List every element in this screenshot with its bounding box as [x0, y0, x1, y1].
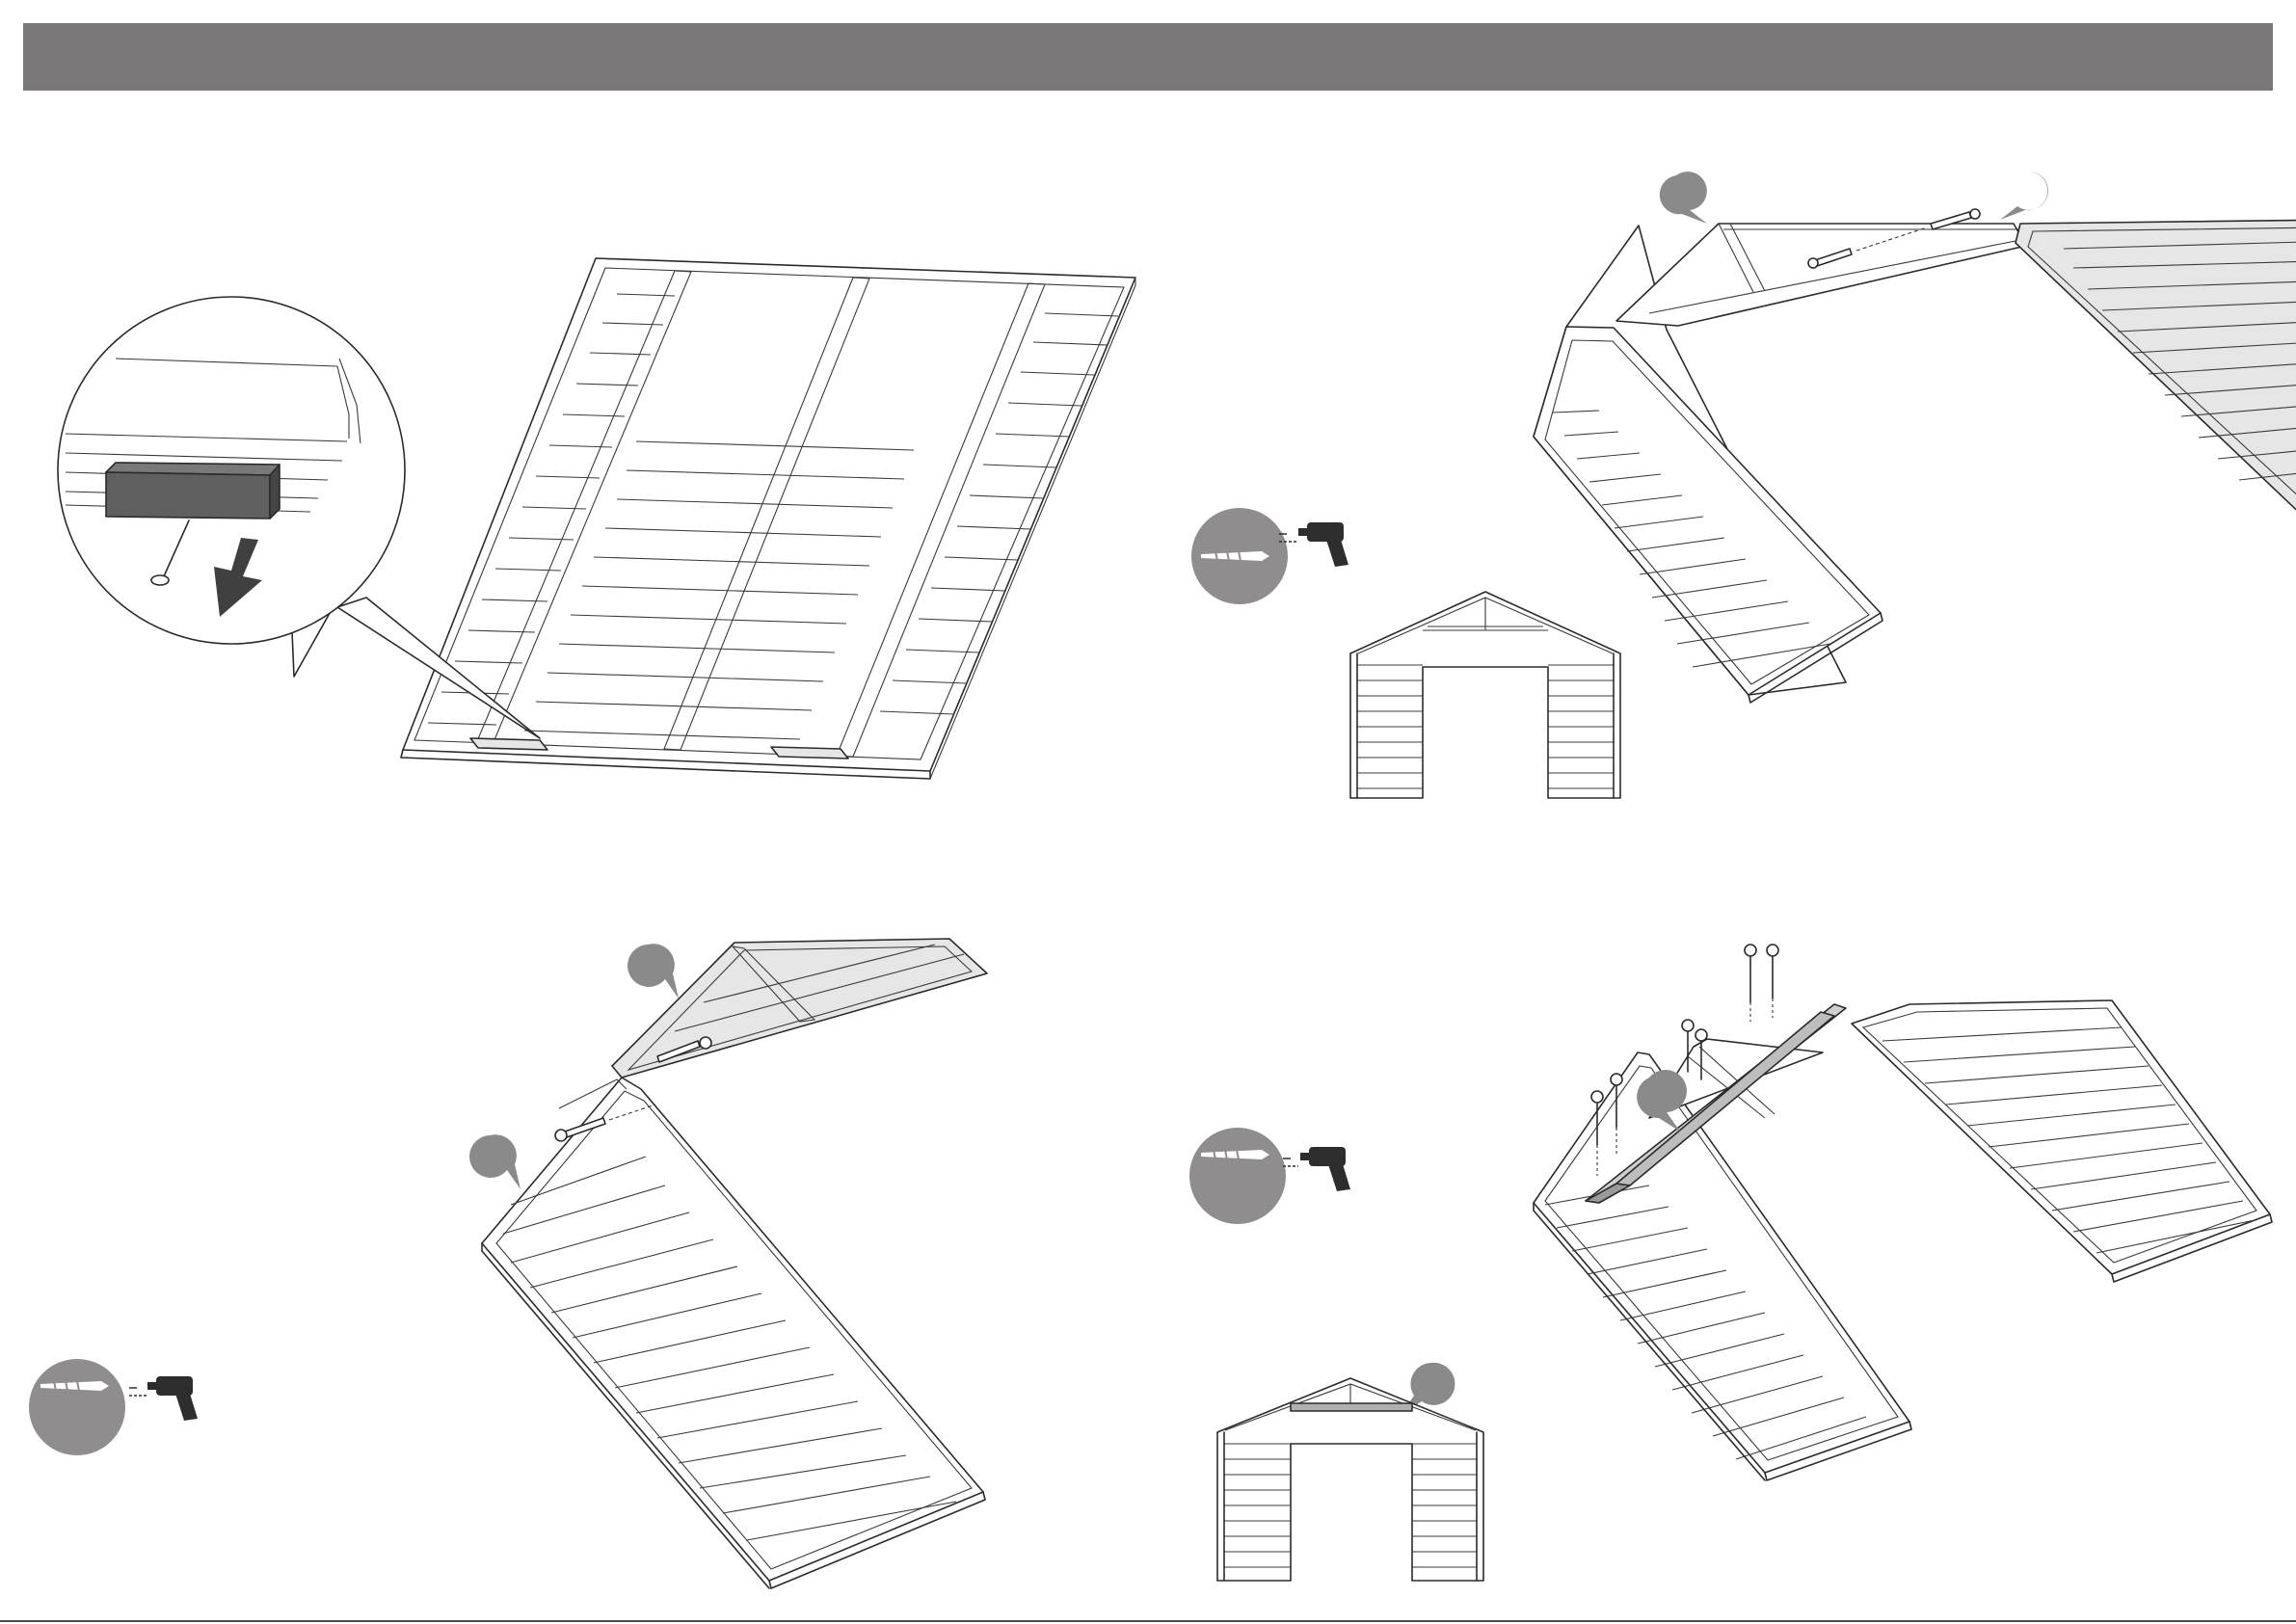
footer-line: [0, 1620, 2296, 1622]
step-panel-4: [1148, 839, 2296, 1620]
roof-joined-illustration: [1148, 106, 2296, 839]
step-panel-2: [1148, 106, 2296, 839]
callout-pin-icon: [1660, 172, 1707, 224]
roof-panel-left: [1534, 1052, 1911, 1480]
roof-raised-illustration: [0, 839, 1148, 1620]
drill-icon: [129, 1376, 198, 1421]
drill-icon: [1279, 522, 1348, 567]
roof-ridge-illustration: [1148, 839, 2296, 1620]
roof-panel-flat-illustration: [0, 106, 1148, 839]
batten-block-icon: [470, 738, 547, 750]
gable-preview: [1217, 1378, 1483, 1581]
roof-panel-lower: [482, 1078, 985, 1588]
tool-group: [1191, 508, 1348, 604]
roof-panel-frame: [401, 258, 1135, 779]
gable-preview: [1350, 592, 1620, 798]
roof-panel-right: [2016, 220, 2296, 530]
step-panel-3: [0, 839, 1148, 1620]
tool-group: [29, 1359, 198, 1455]
tool-group: [1189, 1128, 1350, 1224]
callout-pin-icon: [627, 944, 679, 998]
step-panel-1: [0, 106, 1148, 839]
gable-frame-top: [1616, 224, 2026, 326]
roof-panel-right: [1852, 1000, 2272, 1282]
header-bar: [23, 23, 2273, 91]
drill-icon: [1283, 1147, 1350, 1191]
